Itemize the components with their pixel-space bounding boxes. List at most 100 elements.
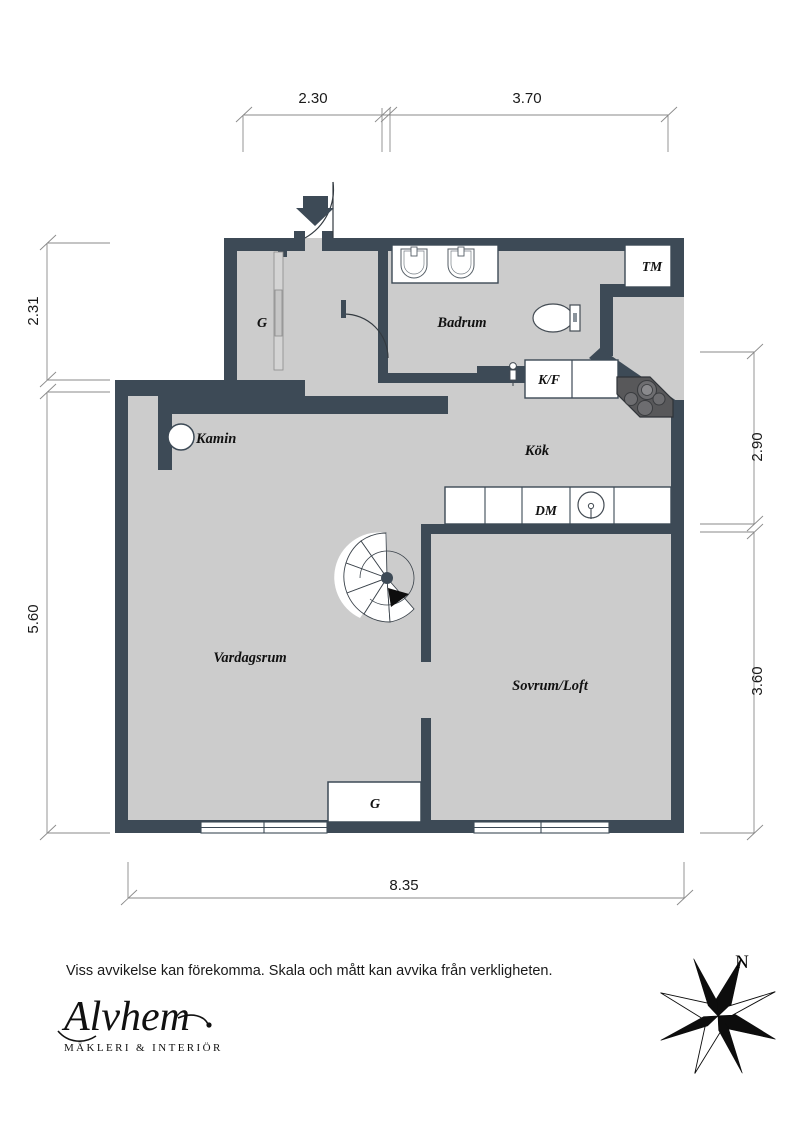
window-living-room — [200, 821, 328, 834]
wall-living-top-lower — [158, 396, 448, 414]
stove-burner-2-icon — [624, 392, 638, 406]
dim-label-right-290: 2.90 — [749, 432, 766, 461]
fireplace-label: Kamin — [195, 431, 236, 447]
washing-machine-box — [624, 244, 672, 288]
living-closet-box — [327, 781, 422, 823]
dim-label-left-560: 5.60 — [25, 604, 42, 633]
logo-flourish-right — [177, 1014, 209, 1025]
stove-burner-1-inner — [641, 384, 653, 396]
dim-tick-right-mid-b — [746, 523, 764, 540]
sink-basin-right-icon — [447, 246, 475, 279]
dim-tick-right-mid-a — [746, 515, 764, 532]
washing-machine-group — [624, 244, 672, 288]
wall-living-step-vertical — [158, 396, 172, 470]
bathroom-sinks-group — [391, 244, 499, 284]
sink-basin-left-icon — [400, 246, 428, 279]
kitchen-tap-icon — [509, 362, 517, 386]
dimension-group-bottom — [120, 862, 694, 906]
staircase-direction-arrow-icon — [388, 588, 409, 607]
fridge-freezer-label: K/F — [537, 372, 560, 387]
wall-right-lower — [671, 400, 684, 833]
stove-group — [616, 376, 674, 418]
dim-tick-left-mid-a — [39, 371, 57, 388]
compass-southwest-point — [660, 1015, 719, 1041]
dim-tick-top-mid-a — [374, 106, 392, 123]
logo-flourish-left — [57, 1030, 97, 1042]
room-label-badrum: Badrum — [436, 315, 486, 331]
dim-tick-top-right — [660, 106, 678, 123]
alvhem-logo-group: Alvhem MÄKLERI & INTERIÖR — [57, 994, 223, 1054]
stove-burner-4-icon — [637, 400, 653, 416]
logo-tagline-text: MÄKLERI & INTERIÖR — [64, 1042, 223, 1054]
kitchen-lower-counter — [444, 486, 672, 525]
disclaimer-text: Viss avvikelse kan förekomma. Skala och … — [66, 963, 553, 979]
wall-bedroom-top-left — [421, 524, 431, 662]
outer-walls-group — [115, 231, 684, 833]
dim-tick-top-mid-b — [380, 106, 398, 123]
entry-door-group — [296, 181, 335, 239]
dim-tick-left-bottom — [39, 824, 57, 841]
dimension-group-top — [235, 106, 678, 152]
kitchen-lower-counter-group — [444, 486, 672, 525]
dim-tick-top-left — [235, 106, 253, 123]
room-label-vardagsrum: Vardagsrum — [213, 650, 286, 666]
dim-label-left-231: 2.31 — [25, 296, 42, 325]
washing-machine-label: TM — [642, 259, 663, 274]
wall-hall-bath-divider — [378, 243, 388, 383]
kitchen-upper-counter-group — [509, 359, 619, 399]
windows-group — [200, 821, 610, 834]
dim-tick-left-top — [39, 234, 57, 251]
bathroom-door-swing-arc — [343, 313, 389, 359]
wall-bedroom-left-lower — [421, 718, 431, 833]
dishwasher-label: DM — [534, 503, 558, 518]
wall-hall-left — [224, 238, 237, 392]
logo-brand-text: Alvhem — [61, 994, 190, 1040]
wall-entry-jamb-left — [294, 231, 305, 251]
fireplace-group — [167, 423, 195, 451]
spiral-staircase-group — [334, 532, 415, 623]
staircase-inner-ring — [359, 550, 415, 606]
dim-tick-left-mid-b — [39, 383, 57, 400]
dim-tick-bottom-right — [676, 889, 694, 906]
staircase-treads — [343, 532, 415, 623]
dim-tick-right-bottom — [746, 824, 764, 841]
living-closet-group — [327, 781, 422, 823]
room-label-kok: Kök — [524, 443, 550, 459]
dim-tick-right-top — [746, 343, 764, 360]
compass-north-label: N — [735, 952, 749, 973]
wall-hall-nib-top — [278, 243, 287, 257]
bathroom-door-jamb — [341, 300, 346, 318]
dim-label-top-230: 2.30 — [298, 90, 327, 107]
dim-tick-bottom-left — [120, 889, 138, 906]
entry-direction-arrow-icon — [296, 196, 334, 226]
dim-label-bottom-835: 8.35 — [389, 877, 418, 894]
wall-right-upper — [671, 238, 684, 290]
hall-closet-door-panel — [274, 289, 283, 337]
floor-fill-upper-hall — [232, 238, 310, 392]
toilet-icon — [532, 303, 581, 333]
stove-burner-3-icon — [652, 392, 666, 406]
dimension-group-left — [39, 234, 110, 841]
wall-hall-nib-bottom — [278, 380, 287, 394]
wall-living-left — [115, 380, 128, 833]
logo-flourish-dot — [206, 1022, 212, 1028]
living-closet-label: G — [370, 797, 380, 812]
bathroom-door-group — [341, 300, 389, 359]
hall-closet-group — [273, 251, 284, 371]
wall-bath-bottom — [378, 373, 525, 383]
wall-bedroom-top — [421, 524, 674, 534]
dim-label-top-370: 3.70 — [512, 90, 541, 107]
hall-closet-label: G — [257, 316, 267, 331]
dim-label-right-360: 3.60 — [749, 666, 766, 695]
room-label-sovrum-loft: Sovrum/Loft — [512, 678, 589, 694]
wall-top-left-stub — [224, 238, 294, 251]
wall-living-top-upper — [115, 380, 305, 396]
compass-rose-group — [660, 958, 776, 1074]
window-bedroom — [473, 821, 610, 834]
dimension-group-right — [700, 343, 764, 841]
kitchen-sink-icon — [577, 491, 605, 519]
fireplace-icon — [167, 423, 195, 451]
wall-entry-jamb-right — [322, 231, 333, 251]
